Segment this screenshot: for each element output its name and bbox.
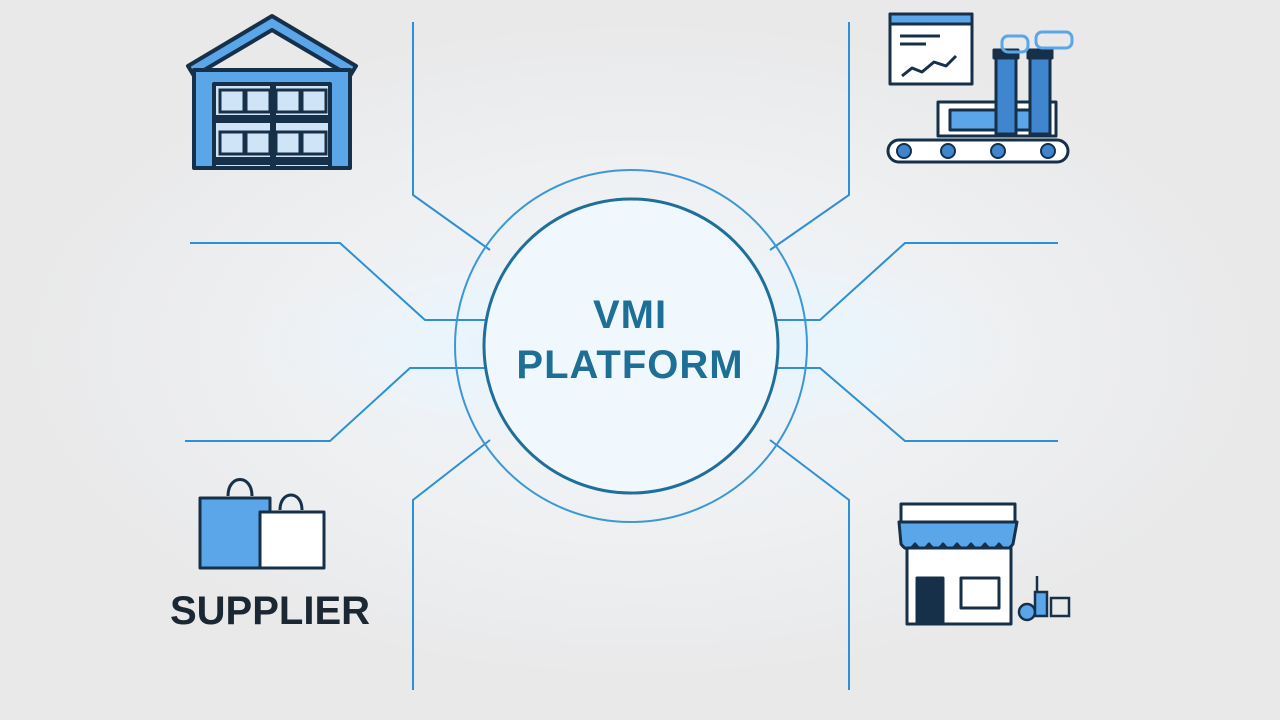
- factory-conveyor-icon: [886, 12, 1074, 164]
- connector-left-upper: [190, 242, 485, 321]
- connector-right-bottom-vertical: [769, 439, 850, 690]
- center-inner-ring: [482, 197, 780, 495]
- center-hub: VMI PLATFORM: [480, 290, 780, 390]
- storefront-icon: [897, 502, 1071, 626]
- center-title-line2: PLATFORM: [516, 343, 744, 387]
- connector-left-top-vertical: [412, 22, 491, 251]
- center-outer-ring: [454, 169, 808, 523]
- connector-left-bottom-vertical: [412, 439, 491, 690]
- connector-right-upper: [777, 242, 1058, 321]
- connector-left-lower: [185, 367, 485, 442]
- connector-right-top-vertical: [769, 22, 850, 251]
- connector-right-lower: [777, 367, 1058, 442]
- supplier-label: SUPPLIER: [169, 589, 371, 633]
- shopping-bags-icon: [198, 478, 326, 570]
- warehouse-icon: [186, 14, 358, 170]
- center-title-line1: VMI: [592, 293, 668, 337]
